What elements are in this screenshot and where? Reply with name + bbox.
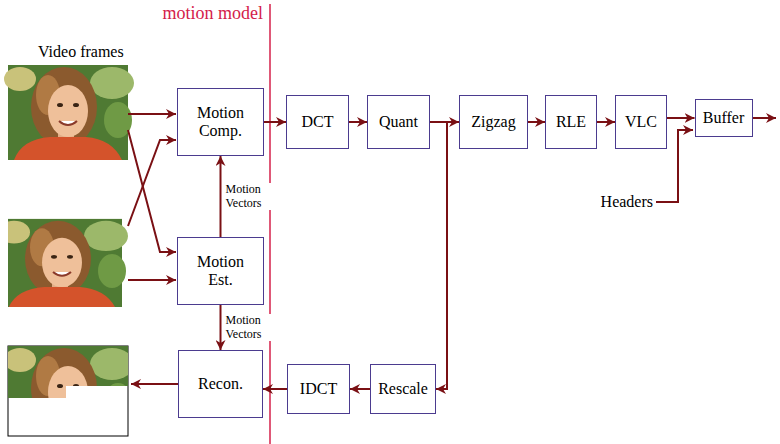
- frame-arrow: [128, 130, 176, 252]
- annotation-label: Video frames: [38, 43, 124, 61]
- flow-arrow: [220, 305, 222, 350]
- process-box: Quant: [367, 95, 430, 149]
- flow-arrow: [264, 121, 286, 123]
- annotation-label: Headers: [601, 193, 653, 211]
- flow-arrow: [430, 122, 447, 389]
- output-arrow: [753, 117, 776, 119]
- reconstructed-frame: [4, 346, 134, 441]
- edge-label: Motion Vectors: [226, 314, 272, 342]
- box-label: Buffer: [703, 109, 744, 127]
- box-label: Quant: [379, 113, 418, 131]
- region-divider: [269, 4, 271, 444]
- process-box: Zigzag: [459, 95, 528, 149]
- process-box: DCT: [286, 95, 349, 149]
- box-label: Zigzag: [471, 113, 515, 131]
- box-label: IDCT: [300, 380, 337, 398]
- process-box: Recon.: [178, 350, 263, 418]
- process-box: Motion Comp.: [177, 88, 264, 156]
- box-label: Rescale: [378, 380, 428, 398]
- flow-arrow: [597, 121, 615, 123]
- box-label: RLE: [556, 113, 586, 131]
- box-label: Motion Comp.: [184, 104, 257, 141]
- box-label: Recon.: [198, 375, 243, 393]
- video-frame: [0, 219, 128, 309]
- process-box: Motion Est.: [177, 237, 264, 305]
- box-label: DCT: [302, 113, 334, 131]
- flow-arrow: [220, 156, 222, 237]
- frame-arrow: [128, 279, 176, 281]
- flow-arrow: [349, 121, 367, 123]
- frame-arrow: [128, 140, 176, 226]
- frame-arrow: [131, 383, 178, 385]
- box-label: VLC: [625, 113, 657, 131]
- flow-arrow: [667, 117, 695, 119]
- flow-arrow: [528, 121, 545, 123]
- process-box: Buffer: [695, 99, 753, 137]
- process-box: VLC: [615, 95, 667, 149]
- frame-arrow: [128, 113, 176, 115]
- edge-label: Motion Vectors: [226, 183, 272, 211]
- process-box: IDCT: [287, 364, 350, 414]
- box-label: Motion Est.: [184, 253, 257, 290]
- flow-arrow: [263, 388, 287, 390]
- flow-arrow: [350, 388, 370, 390]
- process-box: Rescale: [370, 364, 436, 414]
- video-frame: [4, 65, 134, 160]
- process-box: RLE: [545, 95, 597, 149]
- region-label: motion model: [163, 4, 264, 24]
